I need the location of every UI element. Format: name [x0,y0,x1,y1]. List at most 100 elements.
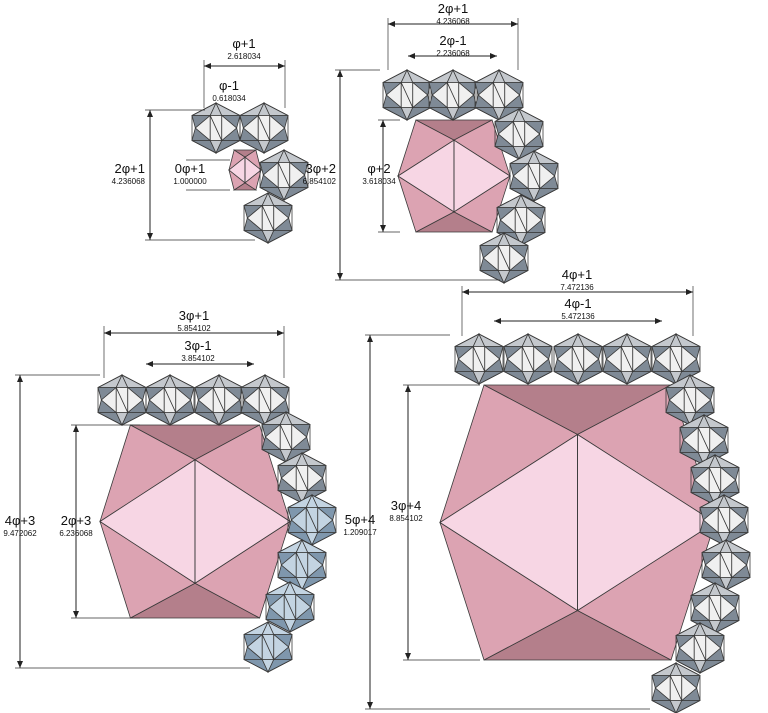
fig2-shell-ico-5-face [526,206,543,234]
fig4-shell-ico-11-face [705,634,722,662]
fig1-dim-outer-width-label-main: φ+1 [232,36,255,51]
fig4-dim-inner-width-arrow-right [655,318,662,324]
fig3-shell-ico-0-face [127,386,144,414]
fig4-shell-ico-3 [602,333,652,385]
fig1-dim-outer-width-arrow-right [278,63,285,69]
fig2-dim-outer-width-label-main: 2φ+1 [438,1,468,16]
fig4-dim-outer-width-label-main: 4φ+1 [562,267,592,282]
fig4-shell-ico-9-face [731,551,748,579]
fig1-dim-inner-width-label-main: φ-1 [219,78,239,93]
fig1-core-ico [228,149,262,191]
fig3-shell-ico-5-face [307,464,324,492]
fig4-shell-ico-5-face [695,386,712,414]
fig4-shell-ico-0 [454,333,504,385]
fig4-dim-outer-height-arrow-bottom [367,702,373,709]
fig3-shell-ico-2-face [224,386,241,414]
fig2-dim-inner-width-label-main: 2φ-1 [439,33,466,48]
fig4-shell-ico-10 [690,582,740,634]
fig1-shell-ico-0 [191,102,241,154]
fig4-shell-ico-2-face [583,345,600,373]
fig2-shell-ico-6 [479,232,529,284]
fig3-dim-outer-width-arrow-left [104,330,111,336]
fig1-shell-ico-1 [239,102,289,154]
fig1-shell-ico-1-outline [239,102,289,154]
fig3-shell-ico-9 [243,621,293,673]
shapes-layer [97,69,751,713]
fig4-dim-outer-height-arrow-top [367,335,373,342]
fig3-shell-ico-0 [97,374,147,426]
fig3-shell-ico-7-face [307,551,324,579]
fig3-dim-outer-height-label-main: 4φ+3 [5,513,35,528]
fig2-shell-ico-6-outline [479,232,529,284]
fig4-shell-ico-12 [651,662,701,713]
fig4-shell-ico-4-face [681,345,698,373]
fig4-shell-ico-12-face [681,674,698,702]
fig4-shell-ico-8 [699,494,749,546]
fig1-shell-ico-2 [259,149,309,201]
fig1-dim-outer-width-label-sub: 2.618034 [227,52,261,61]
fig4-dim-inner-width-label-sub: 5.472136 [561,312,595,321]
fig1-shell-ico-2-outline [259,149,309,201]
fig2-dim-outer-width-arrow-right [511,21,518,27]
fig3-dim-outer-height-arrow-bottom [17,661,23,668]
fig4-dim-core-label-main: 3φ+4 [391,498,421,513]
fig3-dim-core-height-arrow-top [73,425,79,432]
fig2-dim-inner-width-arrow-right [490,53,497,59]
fig2-shell-ico-1-face [458,81,475,109]
fig1-shell-ico-3-outline [243,192,293,244]
fig4-shell-ico-1-face [533,345,550,373]
fig3-dim-inner-width-label-main: 3φ-1 [184,338,211,353]
fig4-dim-core-label-sub: 8.854102 [389,514,423,523]
fig4-shell-ico-1 [503,333,553,385]
fig1-shell-ico-0-face [221,114,238,142]
fig4-dim-outer-height-label-main: 5φ+4 [345,512,375,527]
fig3-shell-ico-3-face [270,386,287,414]
fig2-shell-ico-4-face [539,162,556,190]
fig3-core-ico [99,424,291,619]
fig3-shell-ico-6-face [317,506,334,534]
fig4-shell-ico-8-face [729,506,746,534]
fig1-shell-ico-2-face [289,161,306,189]
fig2-dim-outer-height-arrow-top [337,70,343,77]
fig3-shell-ico-8-face [295,593,312,621]
fig1-shell-ico-1-face [269,114,286,142]
fig4-shell-ico-9 [701,539,751,591]
fig2-dim-core-label-sub: 3.618034 [362,177,396,186]
fig4-shell-ico-2-outline [553,333,603,385]
fig4-shell-ico-0-face [484,345,501,373]
fig2-dim-outer-height-label-main: 3φ+2 [306,161,336,176]
fig3-dim-inner-width-arrow-right [247,361,254,367]
fig1-dim-outer-height-label-sub: 4.236068 [112,177,146,186]
fig1-dim-outer-width-arrow-left [204,63,211,69]
fig3-dim-inner-width-label-sub: 3.854102 [181,354,215,363]
fig4-core-ico [439,384,716,661]
fig1-dim-outer-height-arrow-top [147,110,153,117]
fig2-dim-inner-width-arrow-left [408,53,415,59]
fig3-dim-outer-width-label-main: 3φ+1 [179,308,209,323]
fig2-shell-ico-0-face [412,81,429,109]
fig2-dim-outer-width-label-sub: 4.236068 [436,17,470,26]
fig4-shell-ico-3-outline [602,333,652,385]
fig3-shell-ico-8-outline [265,581,315,633]
fig3-shell-ico-1 [145,374,195,426]
fig3-shell-ico-1-face [175,386,192,414]
fig4-shell-ico-2 [553,333,603,385]
fig2-dim-outer-height-arrow-bottom [337,273,343,280]
fig4-dim-outer-width-arrow-right [686,289,693,295]
fig1-shell-ico-3-face [273,204,290,232]
fig2-shell-ico-4 [509,150,559,202]
fig2-shell-ico-5 [496,194,546,246]
fig2-dim-outer-width-arrow-left [388,21,395,27]
fig3-dim-outer-height-label-sub: 9.472062 [3,529,37,538]
fig2-shell-ico-1 [428,69,478,121]
fig2-dim-inner-width-label-sub: 2.236068 [436,49,470,58]
fig3-shell-ico-7 [277,539,327,591]
fig2-shell-ico-4-outline [509,150,559,202]
fig2-dim-core-label-main: φ+2 [367,161,390,176]
fig4-dim-core-height-arrow-bottom [405,653,411,660]
fig2-dim-outer-height-label-sub: 6.854102 [303,177,337,186]
fig3-dim-core-label-sub: 6.236068 [59,529,93,538]
fig3-shell-ico-2 [194,374,244,426]
fig3-shell-ico-4-face [291,423,308,451]
